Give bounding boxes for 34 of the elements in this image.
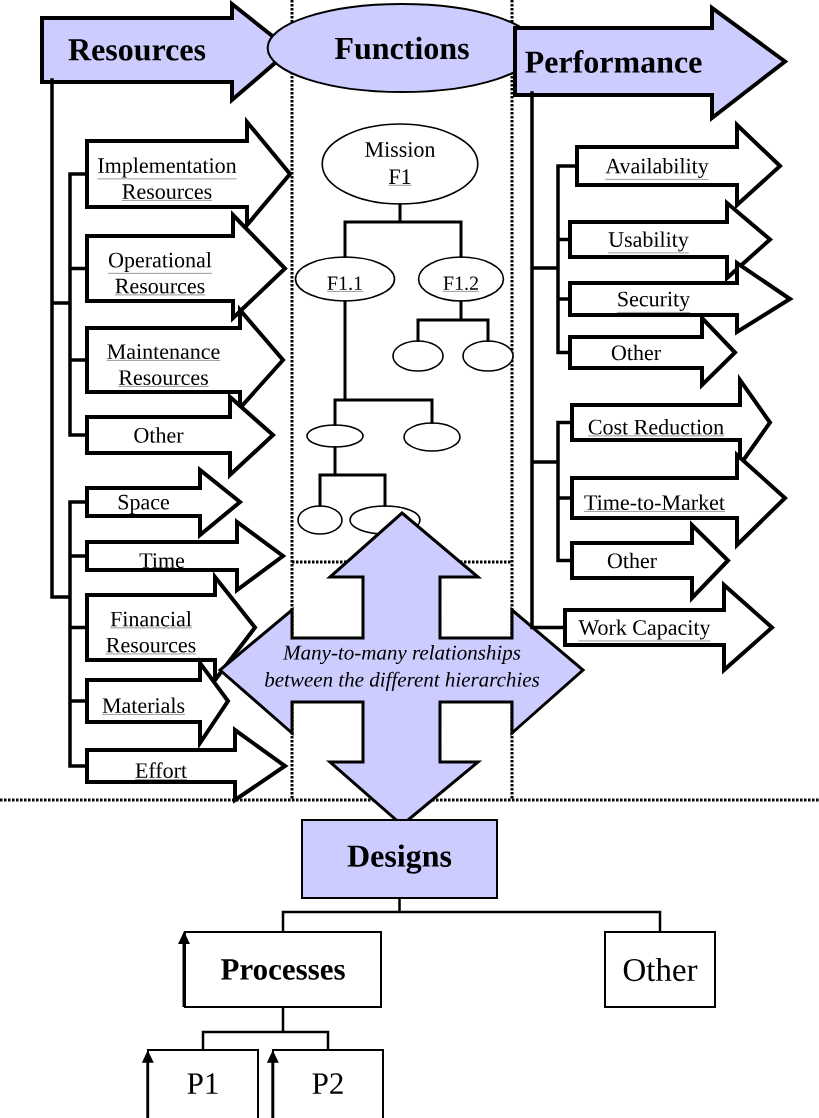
box: P1	[147, 1049, 259, 1118]
signpost-box: Performance	[513, 4, 789, 123]
ellipse	[297, 505, 343, 535]
signpost-box: Implementation Resources	[85, 116, 293, 231]
box: Other	[604, 931, 716, 1008]
signpost-box: Security	[568, 259, 794, 336]
signpost-box: Materials	[85, 656, 231, 750]
connector-line	[50, 78, 89, 768]
signpost-box: Usability	[568, 198, 774, 283]
connector-line	[318, 446, 387, 507]
signpost-box: Other	[85, 392, 276, 480]
signpost-box: Time	[85, 518, 287, 594]
signpost-box: Other	[568, 313, 738, 390]
connector-line	[343, 203, 463, 258]
connector-line	[201, 1006, 330, 1052]
connector-line	[333, 300, 434, 426]
ellipse	[462, 340, 514, 372]
connector-line	[416, 300, 490, 342]
signpost-box: Effort	[85, 726, 289, 804]
signpost-box: Operational Resources	[85, 210, 288, 323]
ellipse	[392, 340, 444, 372]
node-label: Time-to-Market	[584, 494, 725, 511]
box: Processes	[184, 931, 382, 1008]
box: Designs	[301, 819, 498, 899]
signpost-box: Space	[85, 465, 244, 540]
signpost-box: Other	[570, 520, 731, 603]
node-label: Security	[618, 291, 691, 312]
box: P2	[272, 1049, 384, 1118]
connector-line	[281, 897, 662, 933]
signpost-box: Cost Reduction	[570, 373, 773, 472]
ellipse	[306, 424, 364, 448]
ellipse	[403, 422, 461, 452]
signpost-box: Availability	[575, 120, 783, 210]
signpost-box: Work Capacity	[563, 580, 776, 675]
